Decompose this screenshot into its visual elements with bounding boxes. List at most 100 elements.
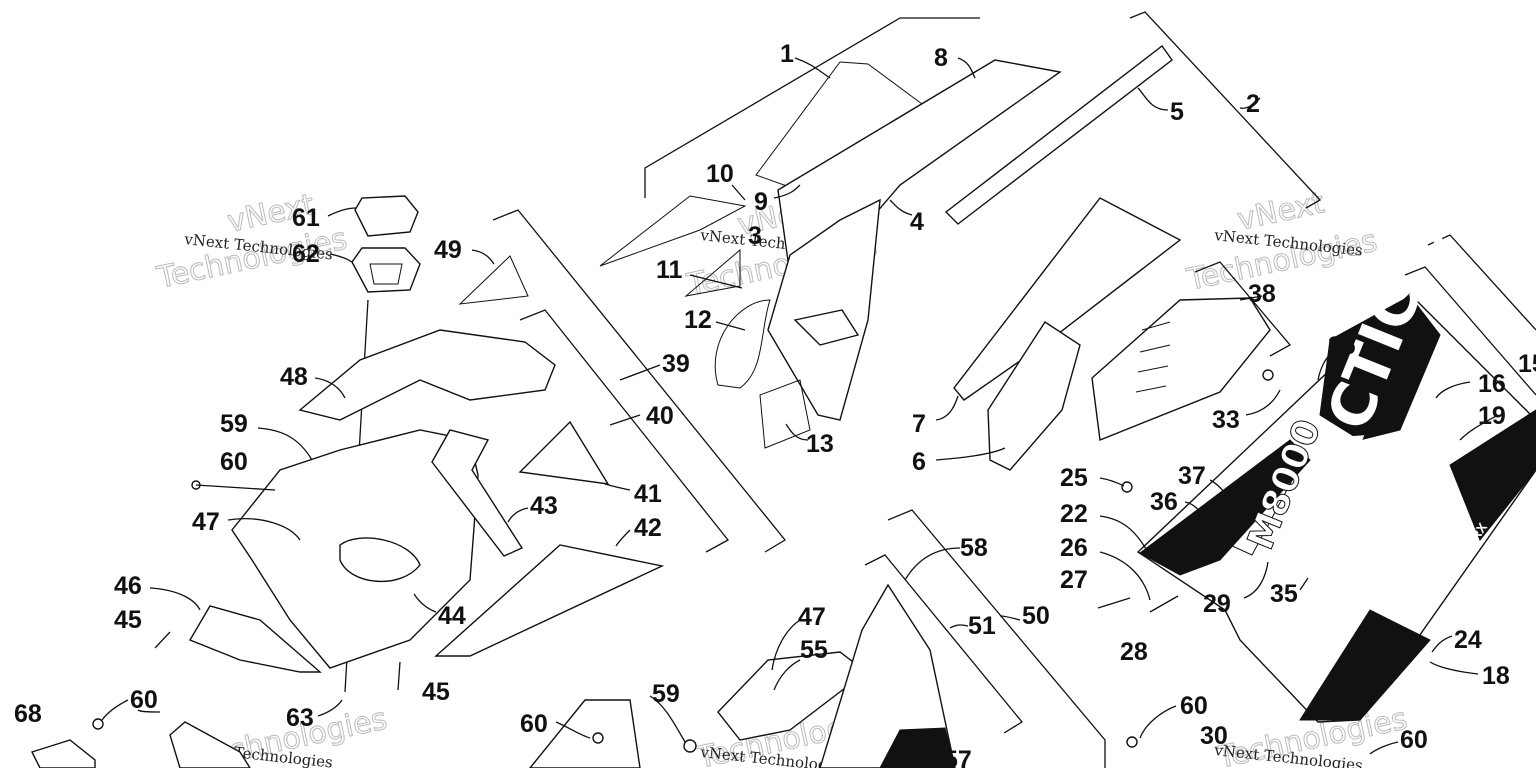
part-side-decal-dark-4 bbox=[1449, 409, 1536, 541]
part-decal-12 bbox=[714, 299, 771, 389]
bracket-38 bbox=[1194, 261, 1292, 357]
bracket-51 bbox=[864, 554, 1023, 734]
part-decal-10 bbox=[599, 195, 747, 267]
part-screw-60d bbox=[1126, 736, 1138, 748]
callout-label-8: 8 bbox=[934, 44, 948, 72]
part-wire-28 bbox=[1149, 595, 1179, 613]
part-nose-vent bbox=[793, 309, 860, 346]
part-foam-7 bbox=[953, 197, 1182, 401]
callout-label-25: 25 bbox=[1060, 464, 1088, 492]
leader-6 bbox=[935, 447, 1006, 461]
callout-label-50: 50 bbox=[1022, 602, 1050, 630]
callout-label-60: 60 bbox=[220, 448, 248, 476]
callout-label-19: 19 bbox=[1478, 402, 1506, 430]
leader-47 bbox=[227, 518, 301, 541]
callout-label-39: 39 bbox=[662, 350, 690, 378]
callout-label-13: 13 bbox=[806, 430, 834, 458]
part-screw-45b bbox=[397, 661, 401, 691]
leader-11 bbox=[689, 274, 743, 289]
bracket-2 bbox=[1129, 11, 1322, 209]
callout-label-12: 12 bbox=[684, 306, 712, 334]
callout-label-47: 47 bbox=[798, 603, 826, 631]
leader-41 bbox=[604, 483, 631, 491]
callout-label-16: 16 bbox=[1478, 370, 1506, 398]
leader-48 bbox=[314, 377, 346, 399]
part-foam-41 bbox=[518, 420, 610, 485]
leader-44 bbox=[413, 593, 437, 613]
leader-22 bbox=[1099, 515, 1149, 553]
leader-42 bbox=[615, 529, 631, 547]
callout-label-2: 2 bbox=[1246, 90, 1260, 118]
callout-label-28: 28 bbox=[1120, 638, 1148, 666]
callout-label-27: 27 bbox=[1060, 566, 1088, 594]
leader-47b bbox=[771, 619, 801, 671]
callout-label-15: 15 bbox=[1518, 350, 1536, 378]
leader-35 bbox=[1299, 577, 1309, 591]
part-screw-60c bbox=[592, 732, 604, 744]
leader-19 bbox=[1459, 414, 1499, 441]
callout-label-3: 3 bbox=[748, 222, 762, 250]
callout-label-55: 55 bbox=[800, 636, 828, 664]
callout-label-11: 11 bbox=[656, 256, 683, 284]
leader-18 bbox=[1429, 661, 1479, 675]
leader-68 bbox=[137, 709, 161, 713]
leader-24 bbox=[1431, 635, 1453, 653]
part-screw-60 bbox=[92, 718, 104, 730]
leader-29 bbox=[1243, 561, 1269, 599]
callout-label-18: 18 bbox=[1482, 662, 1510, 690]
bracket-39 bbox=[492, 209, 786, 553]
part-clip-25 bbox=[1121, 481, 1133, 493]
callout-label-6: 6 bbox=[912, 448, 926, 476]
leader-40 bbox=[609, 414, 641, 426]
bracket-1 bbox=[644, 17, 980, 198]
leader-50 bbox=[999, 615, 1021, 621]
leader-59 bbox=[257, 427, 313, 461]
part-bracket-59 bbox=[529, 699, 641, 768]
part-lower-panel-46 bbox=[188, 605, 322, 673]
leader-60-b bbox=[555, 721, 591, 739]
leader-59b bbox=[649, 695, 686, 743]
callout-label-62: 62 bbox=[292, 240, 320, 268]
part-seat-lines bbox=[1135, 321, 1171, 393]
callout-label-33: 33 bbox=[1212, 406, 1240, 434]
leader-49 bbox=[471, 249, 495, 265]
leader-26 bbox=[1099, 551, 1151, 601]
leader-10 bbox=[731, 184, 746, 201]
part-screw-45 bbox=[154, 631, 171, 649]
bracket-15 bbox=[1404, 266, 1536, 396]
part-side-panel-51 bbox=[819, 583, 956, 768]
callout-label-60: 60 bbox=[1400, 726, 1428, 754]
callout-label-47: 47 bbox=[192, 508, 220, 536]
part-screw-shaft bbox=[195, 484, 276, 491]
callout-label-37: 37 bbox=[1178, 462, 1206, 490]
callout-label-43: 43 bbox=[530, 492, 558, 520]
leader-7 bbox=[935, 395, 959, 421]
leader-1 bbox=[794, 57, 831, 79]
part-side-decal-dark-2 bbox=[1319, 295, 1441, 441]
part-seat-pad bbox=[1091, 297, 1271, 441]
callout-label-24: 24 bbox=[1454, 626, 1482, 654]
leader-43 bbox=[507, 507, 529, 523]
leader-37 bbox=[1209, 479, 1235, 509]
callout-label-48: 48 bbox=[280, 363, 308, 391]
leader-9 bbox=[773, 184, 801, 199]
leader-60-a bbox=[101, 699, 129, 721]
callout-label-30: 30 bbox=[1200, 722, 1228, 750]
callout-label-42: 42 bbox=[634, 514, 662, 542]
callout-label-57: 57 bbox=[944, 746, 972, 768]
callout-label-26: 26 bbox=[1060, 534, 1088, 562]
leader-36 bbox=[1317, 349, 1338, 381]
leader-33 bbox=[1245, 389, 1281, 416]
callout-label-35: 35 bbox=[1270, 580, 1298, 608]
part-nose bbox=[767, 198, 881, 421]
callout-label-9: 9 bbox=[754, 188, 768, 216]
callout-label-61: 61 bbox=[292, 204, 320, 232]
leader-lines bbox=[101, 57, 1499, 755]
callout-label-7: 7 bbox=[912, 410, 926, 438]
callout-label-36: 36 bbox=[1328, 332, 1356, 360]
callout-label-22: 22 bbox=[1060, 500, 1088, 528]
leader-39 bbox=[619, 364, 661, 381]
bracket-15b bbox=[1427, 234, 1536, 331]
leader-60-d bbox=[1369, 741, 1399, 755]
